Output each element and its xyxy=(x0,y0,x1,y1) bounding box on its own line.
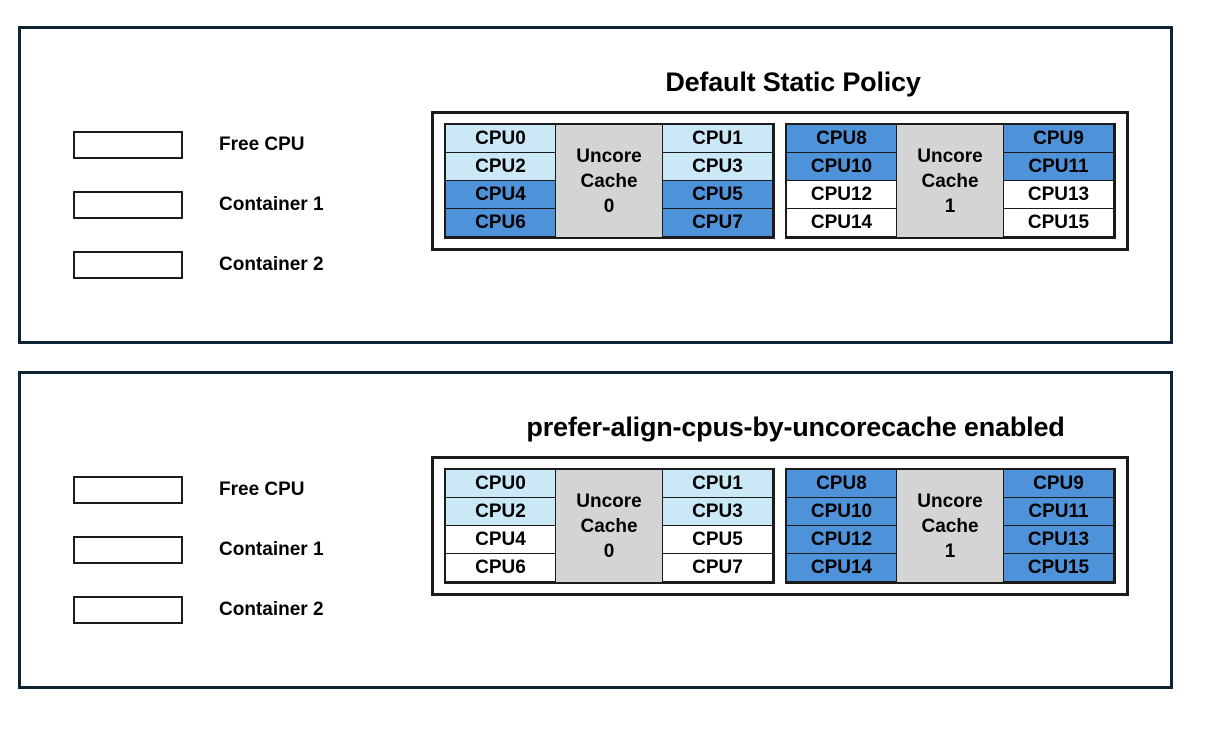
cpu-column-left: CPU0 CPU2 CPU4 CPU6 xyxy=(445,124,556,237)
cpu-cell: CPU6 xyxy=(445,553,556,582)
legend-swatch-container-1 xyxy=(73,191,183,219)
cpu-cell: CPU6 xyxy=(445,208,556,237)
cpu-cell: CPU8 xyxy=(786,124,897,153)
cpu-cell: CPU14 xyxy=(786,208,897,237)
uncore-cache-block: Uncore Cache 0 xyxy=(555,469,663,583)
cpu-column-right: CPU1 CPU3 CPU5 CPU7 xyxy=(662,124,773,237)
cpu-cell: CPU0 xyxy=(445,469,556,498)
cpu-cell: CPU1 xyxy=(662,469,773,498)
cpu-cell: CPU3 xyxy=(662,497,773,526)
legend-item-container-1: Container 1 xyxy=(73,520,324,580)
cpu-cell: CPU7 xyxy=(662,208,773,237)
uncore-cache-line-1: Uncore xyxy=(917,490,983,512)
uncore-cache-index: 1 xyxy=(944,540,956,562)
legend-item-free-cpu: Free CPU xyxy=(73,115,324,175)
uncore-cache-index: 0 xyxy=(603,195,615,217)
cpu-cell: CPU8 xyxy=(786,469,897,498)
legend: Free CPU Container 1 Container 2 xyxy=(73,460,324,640)
cpu-cell: CPU0 xyxy=(445,124,556,153)
legend-label-container-1: Container 1 xyxy=(219,539,324,560)
cpu-cell: CPU10 xyxy=(786,497,897,526)
cpu-cell: CPU3 xyxy=(662,152,773,181)
cpu-column-right: CPU1 CPU3 CPU5 CPU7 xyxy=(662,469,773,582)
uncore-cache-line-2: Cache xyxy=(580,170,638,192)
uncore-cache-index: 1 xyxy=(944,195,956,217)
cpu-cell: CPU11 xyxy=(1003,497,1114,526)
cpu-cell: CPU13 xyxy=(1003,180,1114,209)
panel-prefer-align-cpus-by-uncorecache: prefer-align-cpus-by-uncorecache enabled… xyxy=(18,371,1173,689)
cpu-column-left: CPU8 CPU10 CPU12 CPU14 xyxy=(786,469,897,582)
cpu-cell: CPU15 xyxy=(1003,208,1114,237)
uncore-cache-block: Uncore Cache 1 xyxy=(896,124,1004,238)
cpu-cell: CPU14 xyxy=(786,553,897,582)
uncore-cache-line-1: Uncore xyxy=(576,490,642,512)
uncore-cache-block: Uncore Cache 1 xyxy=(896,469,1004,583)
legend-item-container-2: Container 2 xyxy=(73,580,324,640)
cpu-cell: CPU1 xyxy=(662,124,773,153)
cpu-cell: CPU13 xyxy=(1003,525,1114,554)
legend-item-container-2: Container 2 xyxy=(73,235,324,295)
legend-swatch-free-cpu xyxy=(73,476,183,504)
legend-label-free-cpu: Free CPU xyxy=(219,479,305,500)
uncore-cache-block: Uncore Cache 0 xyxy=(555,124,663,238)
cpu-column-right: CPU9 CPU11 CPU13 CPU15 xyxy=(1003,469,1114,582)
legend-label-container-2: Container 2 xyxy=(219,254,324,275)
cpu-cell: CPU2 xyxy=(445,497,556,526)
uncore-group-0: CPU0 CPU2 CPU4 CPU6 Uncore Cache 0 CPU1 … xyxy=(444,468,775,584)
cpu-cell: CPU7 xyxy=(662,553,773,582)
uncore-group-1: CPU8 CPU10 CPU12 CPU14 Uncore Cache 1 CP… xyxy=(785,468,1116,584)
page-title: prefer-align-cpus-by-uncorecache enabled xyxy=(526,412,1065,442)
cpu-cell: CPU9 xyxy=(1003,469,1114,498)
legend-swatch-free-cpu xyxy=(73,131,183,159)
legend-swatch-container-1 xyxy=(73,536,183,564)
uncore-cache-line-2: Cache xyxy=(921,515,979,537)
legend-label-container-1: Container 1 xyxy=(219,194,324,215)
cpu-cell: CPU10 xyxy=(786,152,897,181)
cpu-column-left: CPU8 CPU10 CPU12 CPU14 xyxy=(786,124,897,237)
cpu-column-left: CPU0 CPU2 CPU4 CPU6 xyxy=(445,469,556,582)
panel-default-static-policy: Default Static Policy Free CPU Container… xyxy=(18,26,1173,344)
uncore-group-1: CPU8 CPU10 CPU12 CPU14 Uncore Cache 1 CP… xyxy=(785,123,1116,239)
legend-label-container-2: Container 2 xyxy=(219,599,324,620)
cpu-cell: CPU9 xyxy=(1003,124,1114,153)
uncore-group-0: CPU0 CPU2 CPU4 CPU6 Uncore Cache 0 CPU1 … xyxy=(444,123,775,239)
cpu-cell: CPU2 xyxy=(445,152,556,181)
legend-swatch-container-2 xyxy=(73,596,183,624)
legend-item-container-1: Container 1 xyxy=(73,175,324,235)
uncore-cache-line-2: Cache xyxy=(921,170,979,192)
legend: Free CPU Container 1 Container 2 xyxy=(73,115,324,295)
cpu-topology-diagram: CPU0 CPU2 CPU4 CPU6 Uncore Cache 0 CPU1 … xyxy=(431,111,1129,251)
cpu-topology-diagram: CPU0 CPU2 CPU4 CPU6 Uncore Cache 0 CPU1 … xyxy=(431,456,1129,596)
cpu-cell: CPU15 xyxy=(1003,553,1114,582)
cpu-cell: CPU12 xyxy=(786,525,897,554)
page-title: Default Static Policy xyxy=(665,67,921,97)
legend-item-free-cpu: Free CPU xyxy=(73,460,324,520)
uncore-cache-line-1: Uncore xyxy=(917,145,983,167)
cpu-cell: CPU4 xyxy=(445,180,556,209)
cpu-cell: CPU4 xyxy=(445,525,556,554)
cpu-cell: CPU11 xyxy=(1003,152,1114,181)
uncore-cache-index: 0 xyxy=(603,540,615,562)
cpu-cell: CPU12 xyxy=(786,180,897,209)
cpu-column-right: CPU9 CPU11 CPU13 CPU15 xyxy=(1003,124,1114,237)
uncore-cache-line-2: Cache xyxy=(580,515,638,537)
uncore-cache-line-1: Uncore xyxy=(576,145,642,167)
cpu-cell: CPU5 xyxy=(662,180,773,209)
legend-label-free-cpu: Free CPU xyxy=(219,134,305,155)
legend-swatch-container-2 xyxy=(73,251,183,279)
cpu-cell: CPU5 xyxy=(662,525,773,554)
